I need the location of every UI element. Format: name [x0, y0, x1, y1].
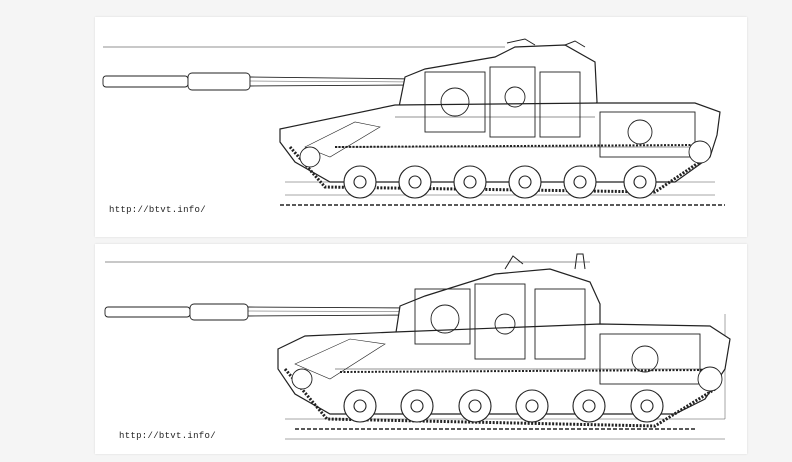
watermark-text: http://btvt.info/	[109, 205, 206, 215]
tank-cutaway-drawing-bottom	[104, 253, 731, 440]
tank-cutaway-drawing-top	[102, 38, 725, 206]
tank-cutaway-panel-top: http://btvt.info/	[95, 17, 747, 237]
tank-cutaway-panel-bottom: http://btvt.info/	[95, 244, 747, 454]
watermark-text: http://btvt.info/	[119, 431, 216, 441]
